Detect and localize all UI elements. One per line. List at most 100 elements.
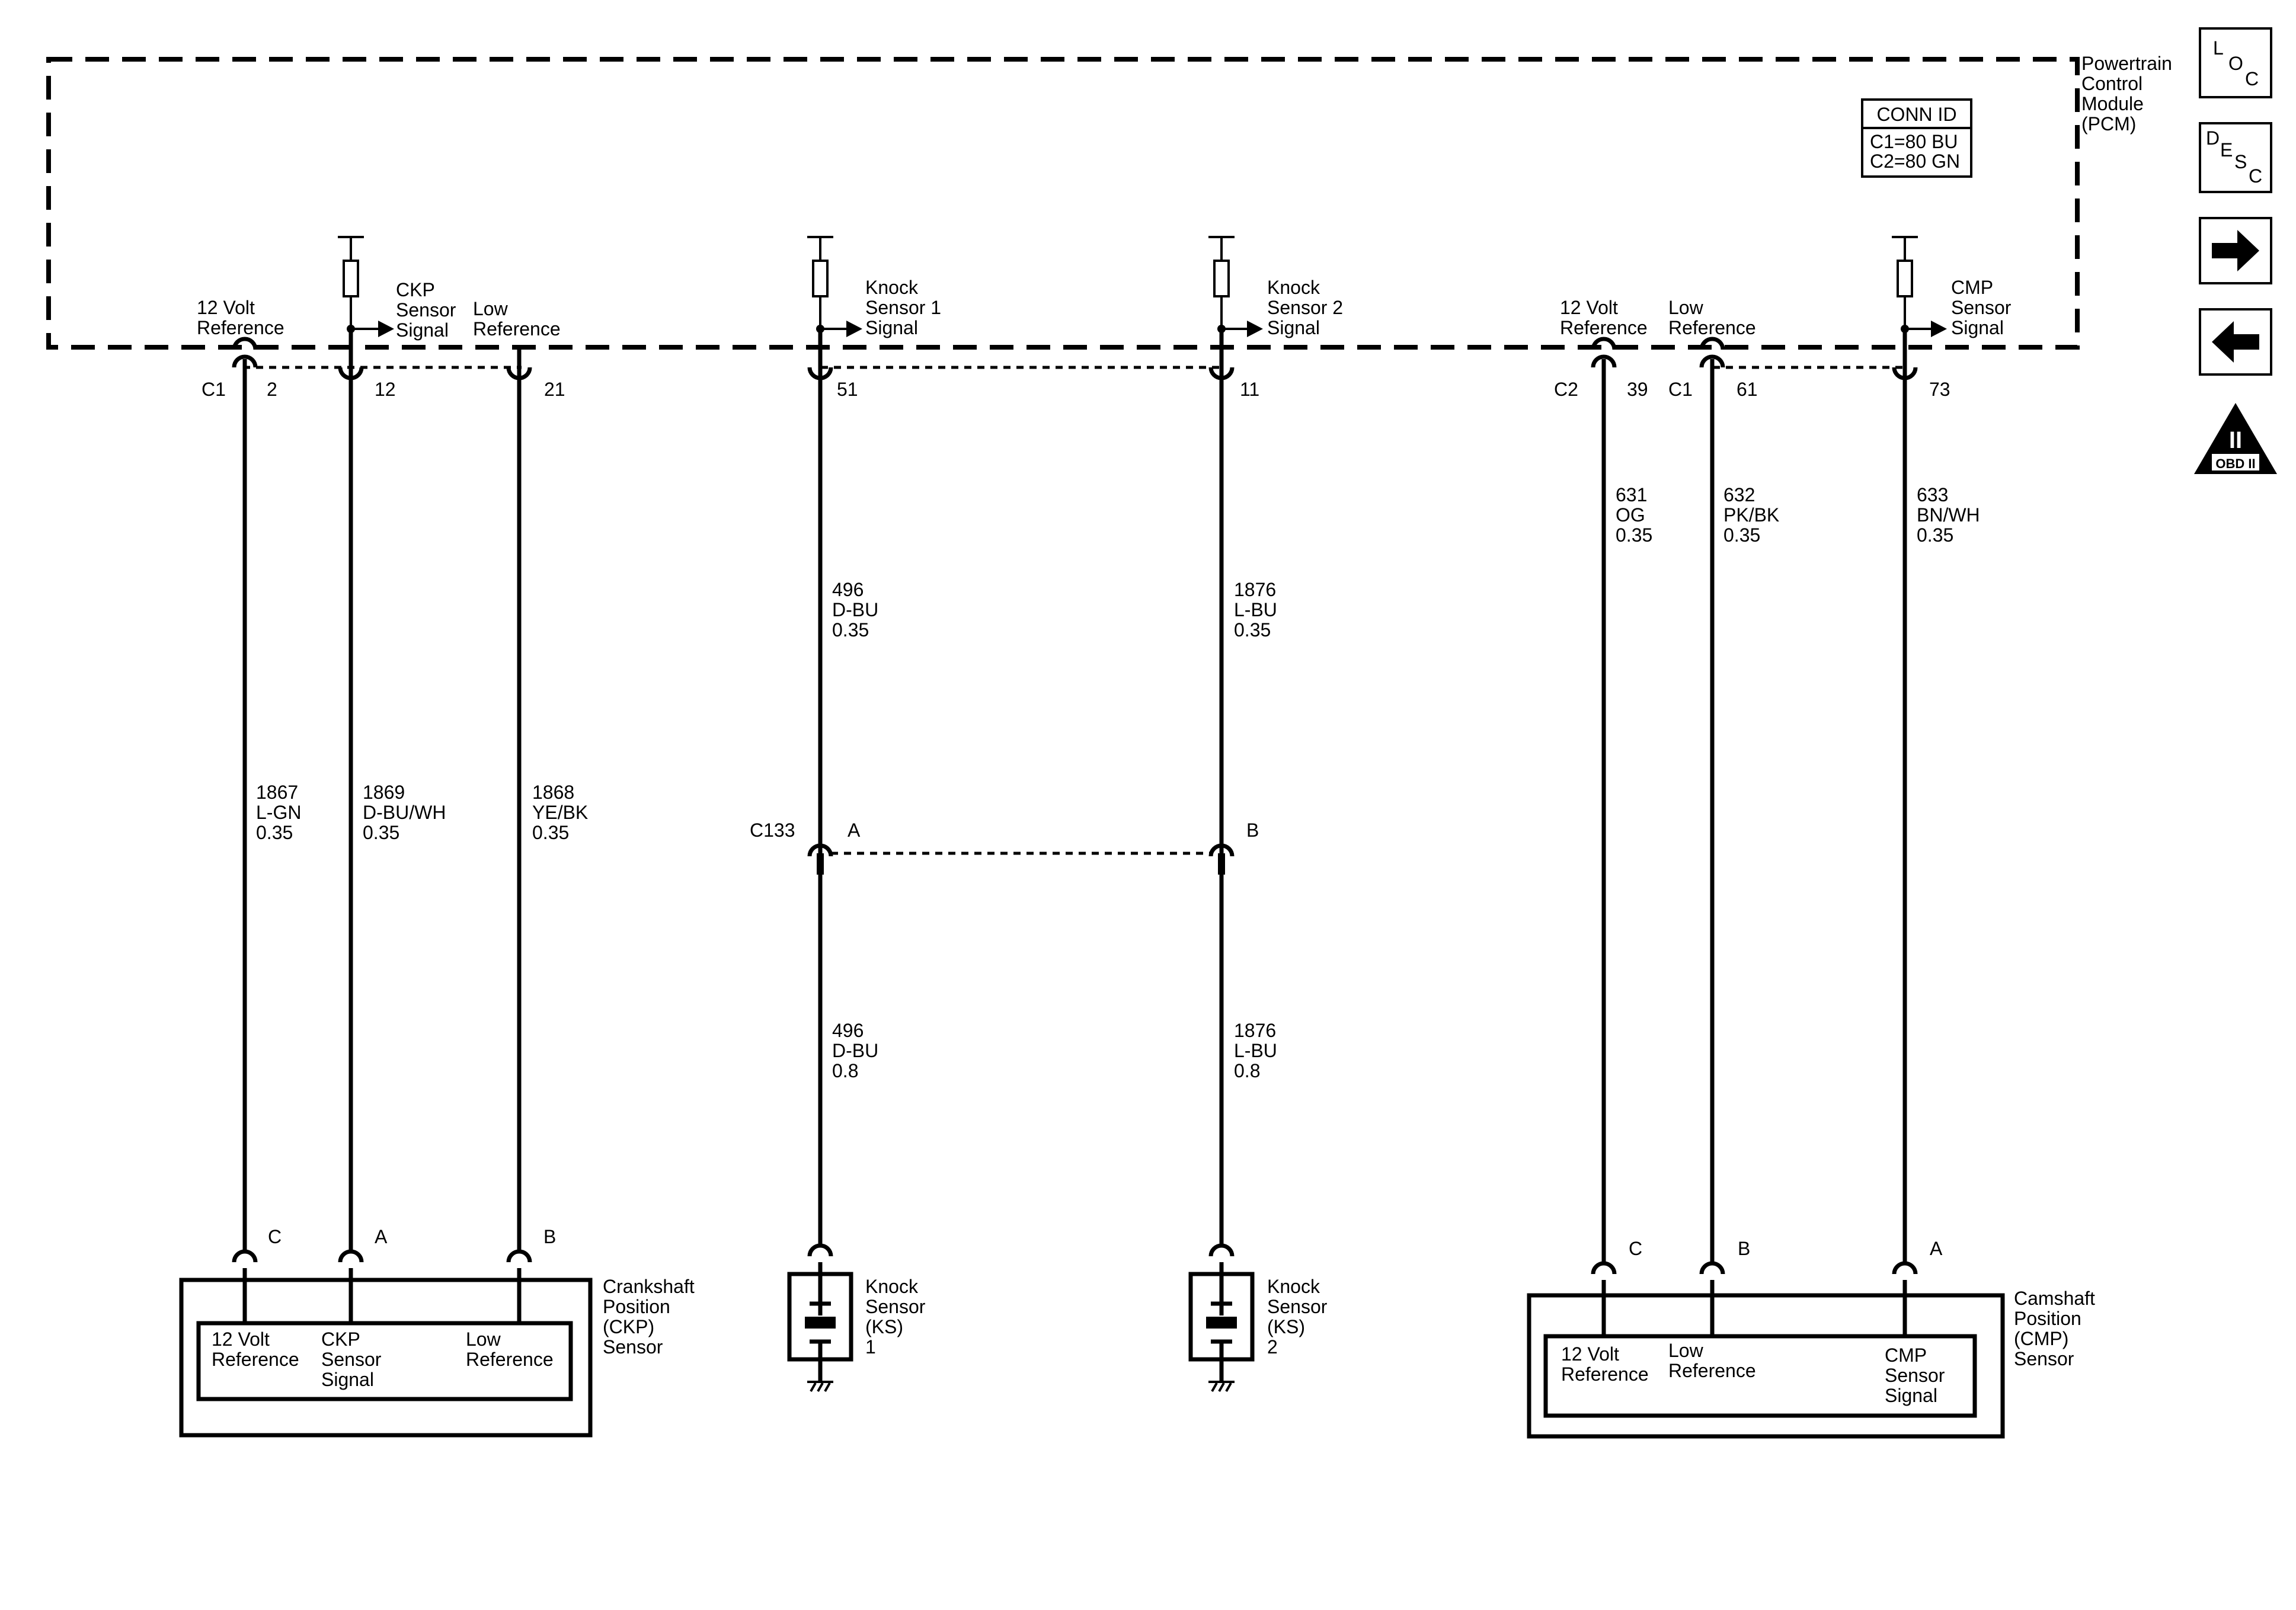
wire-spec-line: 1868 — [532, 782, 574, 803]
knock-sensor-1: Knock Sensor (KS) 1 — [787, 1243, 926, 1392]
wire-spec-line: BN/WH — [1917, 504, 1980, 526]
location-icon[interactable] — [2199, 27, 2272, 98]
terminal-label-line: Signal — [321, 1369, 374, 1390]
next-page-button[interactable] — [2199, 217, 2272, 284]
wire-spec-line: 496 — [832, 1020, 864, 1041]
connector-terminal — [1699, 337, 1725, 350]
prev-page-button[interactable] — [2199, 308, 2272, 376]
wire-spec-line: L-BU — [1234, 599, 1277, 620]
prev-button-frame[interactable] — [2199, 308, 2272, 376]
connector-terminal — [338, 1249, 364, 1263]
svg-text:Crankshaft Position: Crankshaft Position (CKP) Sensor — [603, 1276, 700, 1358]
svg-text:Knock Sensor 2: Knock Sensor 2 Signal — [1267, 277, 1348, 338]
terminal-label-line: 12 Volt — [1561, 1343, 1619, 1365]
component-name-line: Sensor — [865, 1296, 926, 1317]
terminal-label-line: Low — [466, 1329, 501, 1350]
connector-terminal — [232, 354, 258, 368]
wire-spec-line: D-BU — [832, 599, 878, 620]
component-name-line: Position — [2014, 1308, 2081, 1329]
component-name-line: Knock — [1267, 1276, 1320, 1297]
knock-sensor-2: Knock Sensor (KS) 2 — [1188, 1243, 1328, 1392]
circuit-label-line: Reference — [197, 317, 284, 338]
terminal-label-line: CKP — [321, 1329, 360, 1350]
c133-label: C133 — [750, 820, 795, 841]
circuit-label-line: Low — [473, 298, 509, 319]
desc-letter: S — [2234, 151, 2247, 172]
pcm-circuit-cmp-signal: CMP Sensor Signal 73 633 BN/WH 0.35 — [1892, 236, 2016, 1265]
pcm-module: Powertrain Control Module (PCM) CONN ID … — [46, 53, 2172, 1265]
ckp-sensor-outline — [179, 1278, 593, 1438]
component-name-line: 1 — [865, 1336, 876, 1358]
connector-id: C1 — [1668, 379, 1693, 400]
wire-spec-line: D-BU/WH — [363, 802, 446, 823]
pin-letter: C — [1629, 1238, 1642, 1259]
pin-number: 12 — [375, 379, 396, 400]
wire-spec-line: 0.35 — [1234, 619, 1271, 641]
description-icon[interactable] — [2199, 122, 2272, 193]
svg-text:631 OG 0.35: 631 OG 0.35 — [1616, 484, 1652, 546]
signal-arrow-icon — [1931, 321, 1947, 337]
circuit-label-line: CKP — [396, 279, 434, 300]
wire-spec-line: 631 — [1616, 484, 1647, 505]
circuit-label: 12 Volt Reference — [197, 297, 284, 338]
terminal-label-line: Reference — [466, 1349, 554, 1370]
pcm-circuit-ks1-signal: Knock Sensor 1 Signal 51 496 D-BU 0.35 — [807, 236, 941, 856]
circuit-label-line: Signal — [1267, 317, 1320, 338]
component-name-line: Knock — [865, 1276, 919, 1297]
wire-spec-line: 0.35 — [363, 822, 399, 843]
connector-terminal — [1699, 1261, 1725, 1275]
desc-letter: C — [2249, 165, 2262, 187]
terminal-label-line: Reference — [1561, 1363, 1649, 1385]
component-name-line: (CKP) — [603, 1316, 654, 1337]
next-button-frame[interactable] — [2199, 217, 2272, 284]
wire-spec-line: 496 — [832, 579, 864, 600]
component-name-line: (KS) — [865, 1316, 903, 1337]
pcm-name-line: Control — [2081, 73, 2142, 94]
arrow-left-icon — [2212, 321, 2259, 363]
side-icons: L O C D E S C II OBD II — [2194, 27, 2277, 474]
pin-number: 61 — [1737, 379, 1758, 400]
wire-spec-line: 1867 — [256, 782, 298, 803]
cmp-sensor-outline — [1527, 1293, 2005, 1439]
wire-spec-line: OG — [1616, 504, 1645, 526]
svg-text:632 PK/BK 0.35: 632 PK/BK 0.35 — [1723, 484, 1785, 546]
pcm-outline — [46, 57, 2080, 350]
wire-spec-line: 0.35 — [832, 619, 869, 641]
pcm-name-line: Module — [2081, 93, 2144, 114]
wire-spec-line: PK/BK — [1723, 504, 1779, 526]
conn-id-line: C2=80 GN — [1870, 151, 1960, 172]
conn-id-title: CONN ID — [1876, 104, 1956, 125]
circuit-label-line: Knock — [865, 277, 919, 298]
svg-text:Camshaft Position: Camshaft Position (CMP) Sensor — [2014, 1288, 2100, 1369]
terminal-label-line: Sensor — [1885, 1365, 1945, 1386]
pin-number: 2 — [267, 379, 277, 400]
svg-text:CMP Sensor Sig: CMP Sensor Signal — [1951, 277, 2016, 338]
svg-text:496 D-BU 0.35: 496 D-BU 0.35 — [832, 579, 884, 641]
wire-spec-line: 632 — [1723, 484, 1755, 505]
conn-id-line: C1=80 BU — [1870, 131, 1958, 152]
desc-letter: D — [2206, 127, 2220, 149]
component-name-line: Position — [603, 1296, 670, 1317]
ckp-sensor: C A B 12 Volt Reference CKP Sensor Signa… — [179, 1226, 700, 1438]
desc-button[interactable]: D E S C — [2199, 122, 2272, 193]
wire-spec-line: L-BU — [1234, 1040, 1277, 1061]
obd-ii-button[interactable]: II OBD II — [2194, 403, 2277, 474]
wire-spec-line: 0.8 — [832, 1060, 858, 1081]
loc-letter: C — [2245, 68, 2259, 89]
signal-arrow-icon — [846, 321, 862, 337]
pin-number: 11 — [1240, 379, 1259, 400]
pin-number: 21 — [544, 379, 565, 400]
circuit-label-line: Reference — [1560, 317, 1648, 338]
wire-spec-line: D-BU — [832, 1040, 878, 1061]
wire-spec-line: 1869 — [363, 782, 405, 803]
loc-button[interactable]: L O C — [2199, 27, 2272, 98]
wire-spec-line: YE/BK — [532, 802, 588, 823]
wire-spec-line: 0.35 — [1616, 524, 1652, 546]
wire-spec-line: L-GN — [256, 802, 301, 823]
connector-terminal — [1892, 1261, 1918, 1275]
pin-letter: A — [848, 820, 861, 841]
arrow-right-icon — [2212, 230, 2259, 271]
circuit-label-line: 12 Volt — [1560, 297, 1618, 318]
svg-text:Low Reference: Low Reference — [1668, 297, 1756, 338]
